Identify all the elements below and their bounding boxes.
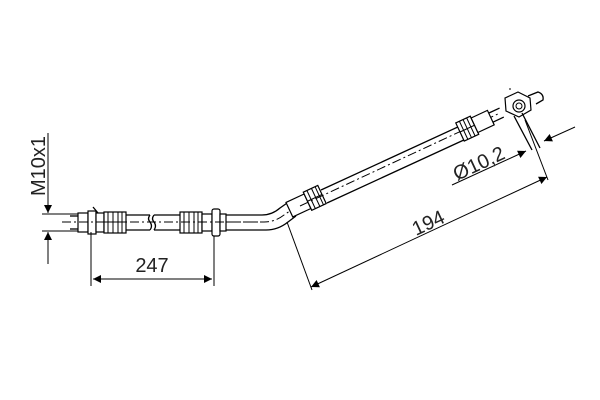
length-247-dimension: 247 — [90, 232, 215, 286]
thread-dimension: M10x1 — [28, 133, 80, 264]
length-194-label: 194 — [409, 206, 449, 240]
thread-label: M10x1 — [28, 136, 50, 196]
banjo-fitting — [504, 88, 544, 151]
left-hose-section — [62, 206, 260, 237]
length-247-label: 247 — [135, 255, 168, 277]
diameter-label: Ø10,2 — [450, 143, 509, 186]
